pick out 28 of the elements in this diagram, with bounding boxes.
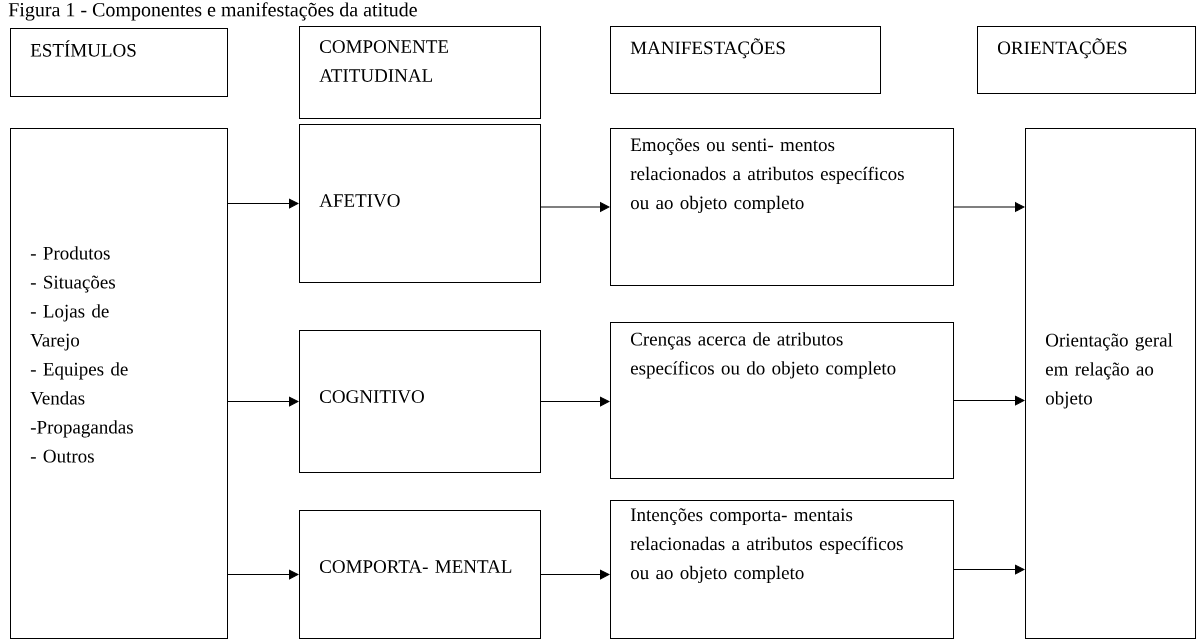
arrow (540, 396, 610, 407)
list-item: - Produtos (30, 246, 110, 260)
header-box: COMPONENTE ATITUDINAL (299, 26, 541, 119)
arrow (953, 564, 1025, 575)
header-box: MANIFESTAÇÕES (610, 26, 881, 94)
arrow (227, 198, 299, 209)
arrow (953, 202, 1025, 212)
figure-title: Figura 1 - Componentes e manifestações da atitude (8, 2, 417, 21)
list-item: -Propagandas (30, 420, 133, 438)
list-box (10, 128, 228, 639)
component-box: COMPORTA- MENTAL (299, 510, 541, 639)
header-box: ESTÍMULOS (10, 28, 228, 97)
arrow (227, 396, 299, 407)
text-box: Emoções ou senti- mentos relacionados a atributos específicos ou ao objeto completo (610, 128, 954, 286)
text-box: Orientação geral em relação ao objeto (1025, 128, 1196, 639)
arrow (227, 569, 299, 580)
component-box: COGNITIVO (299, 330, 541, 473)
list-item: - Situações (30, 275, 115, 293)
list-item: - Lojas de Varejo (30, 304, 109, 351)
component-box: AFETIVO (299, 124, 541, 283)
arrow (953, 395, 1025, 406)
list-item: - Equipes de Vendas (30, 362, 128, 405)
arrow (540, 569, 610, 580)
arrow (540, 202, 610, 212)
text-box: Crenças acerca de atributos específicos ou do objeto completo (610, 322, 954, 479)
header-box: ORIENTAÇÕES (977, 26, 1196, 94)
text-box: Intenções comporta- mentais relacionadas a atributos específicos ou ao objeto completo (610, 500, 954, 639)
list-item: - Outros (30, 449, 94, 463)
